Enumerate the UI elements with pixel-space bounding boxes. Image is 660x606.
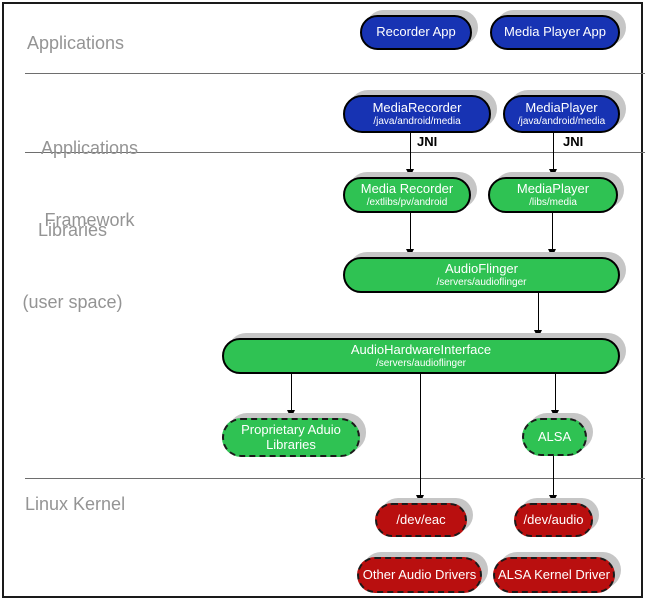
node-title: ALSA Kernel Driver [498,566,610,582]
layer-label-framework: Applications Framework [22,88,157,280]
node-title: MediaRecorder [372,99,462,115]
edge-line [538,293,539,334]
node-mediaplayer-framework: MediaPlayer /java/android/media [503,95,620,133]
node-title: MediaPlayer [525,99,598,115]
node-dev-audio: /dev/audio [514,503,593,537]
edge-line [552,213,553,253]
node-recorder-app: Recorder App [360,15,472,50]
node-audio-hardware-interface: AudioHardwareInterface /servers/audiofli… [222,338,620,374]
node-alsa-kernel-driver: ALSA Kernel Driver [493,557,615,593]
node-title: Proprietary Aduio Libraries [241,422,341,452]
edge-line [553,456,554,499]
edge-line [410,213,411,253]
arrowhead-down-icon [416,495,424,503]
layer-label-applications: Applications [27,33,125,53]
node-title: Media Player App [504,24,606,40]
node-title: AudioHardwareInterface [350,341,492,357]
arrowhead-down-icon [534,330,542,338]
arrowhead-down-icon [406,249,414,257]
arrowhead-down-icon [406,169,414,177]
node-media-recorder-lib: Media Recorder /extlibs/pv/android [343,177,471,213]
node-title: /dev/eac [396,511,446,527]
node-title: /dev/audio [523,511,584,527]
node-title: AudioFlinger [445,260,518,276]
edge-line [553,133,554,173]
layer-label-libraries-line2: (user space) [22,292,123,312]
layer-label-libraries-line1: Libraries [37,220,108,240]
node-alsa: ALSA [522,418,587,456]
edge-line [291,374,292,414]
node-subtitle: /java/android/media [517,116,606,128]
edge-line [420,374,421,499]
node-media-player-app: Media Player App [490,15,620,50]
node-other-audio-drivers: Other Audio Drivers [357,557,482,593]
node-title: Other Audio Drivers [362,566,477,582]
node-proprietary-audio-libraries: Proprietary Aduio Libraries [222,418,360,457]
separator-libraries-kernel [25,478,645,479]
layer-label-framework-line1: Applications [40,138,139,158]
node-dev-eac: /dev/eac [375,503,467,537]
node-title: Recorder App [376,24,456,40]
node-mediaplayer-lib: MediaPlayer /libs/media [488,177,618,213]
layer-label-framework-line2: Framework [44,210,135,230]
node-title: MediaPlayer [516,180,590,196]
arrowhead-down-icon [548,249,556,257]
arrowhead-down-icon [549,169,557,177]
jni-label-right: JNI [563,134,584,149]
arrowhead-down-icon [287,410,295,418]
separator-framework-libraries [25,152,645,153]
node-mediarecorder-framework: MediaRecorder /java/android/media [343,95,491,133]
jni-label-left: JNI [417,134,438,149]
node-subtitle: /servers/audioflinger [375,358,467,370]
edge-line [410,133,411,173]
node-subtitle: /java/android/media [373,116,461,128]
edge-line [555,374,556,414]
node-audioflinger: AudioFlinger /servers/audioflinger [343,257,620,293]
node-title: Media Recorder [360,180,454,196]
node-title: ALSA [537,428,572,444]
separator-applications-framework [25,73,645,74]
layer-label-linux-kernel: Linux Kernel [25,494,126,514]
node-subtitle: /servers/audioflinger [436,277,527,289]
node-subtitle: /libs/media [529,197,577,209]
arrowhead-down-icon [549,495,557,503]
layer-label-libraries: Libraries (user space) [20,170,125,362]
arrowhead-down-icon [551,410,559,418]
node-subtitle: /extlibs/pv/android [366,197,448,209]
